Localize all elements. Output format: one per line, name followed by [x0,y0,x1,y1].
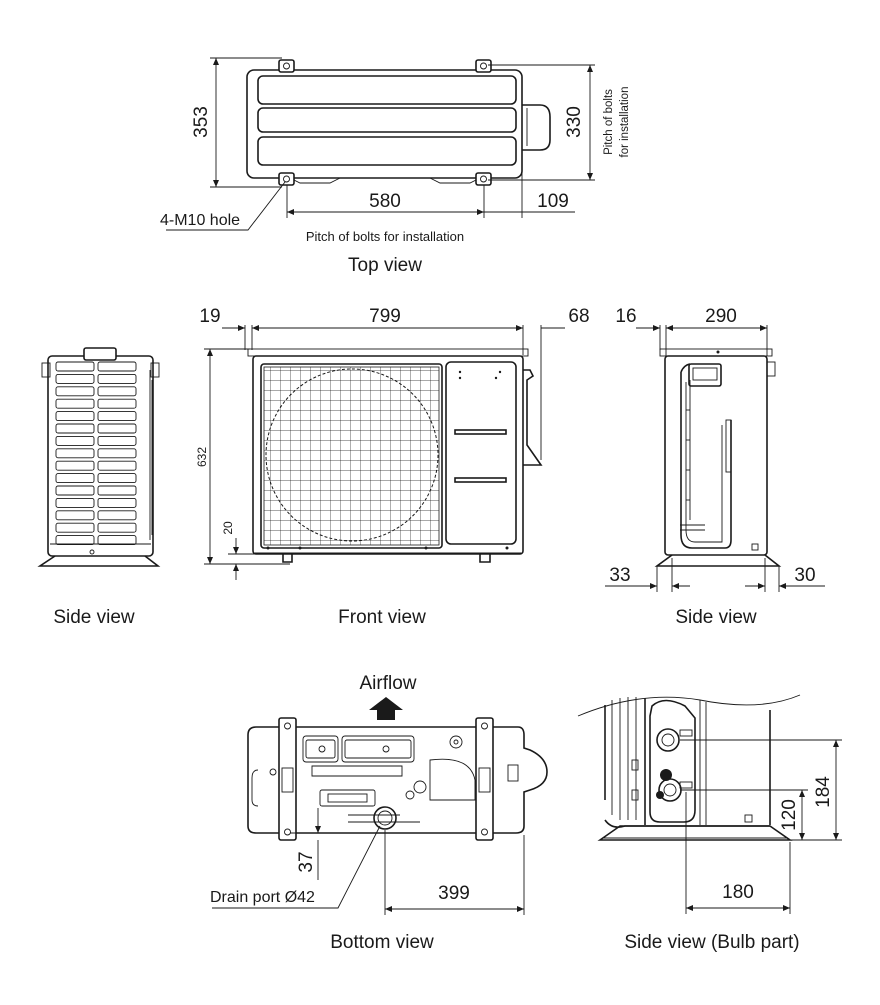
side-dim-290: 290 [705,306,737,327]
louver-slat [97,411,137,422]
louver-slat [97,361,137,372]
airflow-label: Airflow [359,673,416,694]
louver-slat [55,435,95,446]
louver-slat [97,423,137,434]
side-dim-16: 16 [615,306,636,327]
louver-slat [55,373,95,384]
louver-slat [55,423,95,434]
top-view: 353 330 Pitch of bolts for installation … [160,57,631,276]
louver-slat [97,386,137,397]
louver-slat [55,473,95,484]
bulb-view-title: Side view (Bulb part) [624,932,799,953]
front-dim-19: 19 [199,306,220,327]
top-dim-580: 580 [369,191,401,212]
airflow-arrow-icon [369,697,403,720]
top-dim-353: 353 [191,106,212,138]
louver-slat [97,373,137,384]
front-dim-20: 20 [221,521,235,535]
louver-slat [97,473,137,484]
bottom-view-title: Bottom view [330,932,434,953]
louver-slat [55,510,95,521]
side-view-right-title: Side view [675,607,757,628]
bottom-dim-399: 399 [438,883,470,904]
bulb-dim-184: 184 [813,776,834,808]
louver-slat [55,535,95,546]
bulb-view: 184 120 180 Side view (Bulb part) [577,694,842,953]
louver-slat [55,398,95,409]
side-left-slats [55,361,137,546]
louver-slat [55,485,95,496]
louver-slat [97,535,137,546]
louver-slat [97,435,137,446]
louver-slat [55,411,95,422]
front-dim-799: 799 [369,306,401,327]
louver-slat [97,485,137,496]
front-view-title: Front view [338,607,426,628]
louver-slat [55,386,95,397]
side-dim-33: 33 [609,565,630,586]
louver-slat [55,448,95,459]
top-dim-330: 330 [564,106,585,138]
top-view-title: Top view [348,255,422,276]
louver-slat [97,398,137,409]
louver-slat [97,497,137,508]
side-view-right: 16 290 33 30 Side view [605,306,825,628]
louver-slat [55,497,95,508]
bottom-view: Airflow 3 [210,673,548,953]
side-view-left: Side view [37,347,161,628]
side-view-left-title: Side view [53,607,135,628]
bulb-dim-120: 120 [779,799,800,831]
louver-slat [97,522,137,533]
front-view: 19 799 68 632 20 Front view [195,306,590,628]
pitch-vertical-line1: Pitch of bolts [603,89,615,155]
bulb-dim-180: 180 [722,882,754,903]
louver-slat [55,522,95,533]
pitch-vertical-line2: for installation [619,87,631,158]
top-dim-109: 109 [537,191,569,212]
louver-slat [55,460,95,471]
front-dim-68: 68 [568,306,589,327]
hole-label: 4-M10 hole [160,212,240,229]
louver-slat [97,460,137,471]
pitch-label: Pitch of bolts for installation [306,229,464,244]
louver-slat [97,448,137,459]
bottom-dim-37: 37 [296,851,317,872]
side-dim-30: 30 [794,565,815,586]
front-dim-632: 632 [195,447,209,467]
louver-slat [55,361,95,372]
drain-label: Drain port Ø42 [210,889,315,906]
louver-slat [97,510,137,521]
